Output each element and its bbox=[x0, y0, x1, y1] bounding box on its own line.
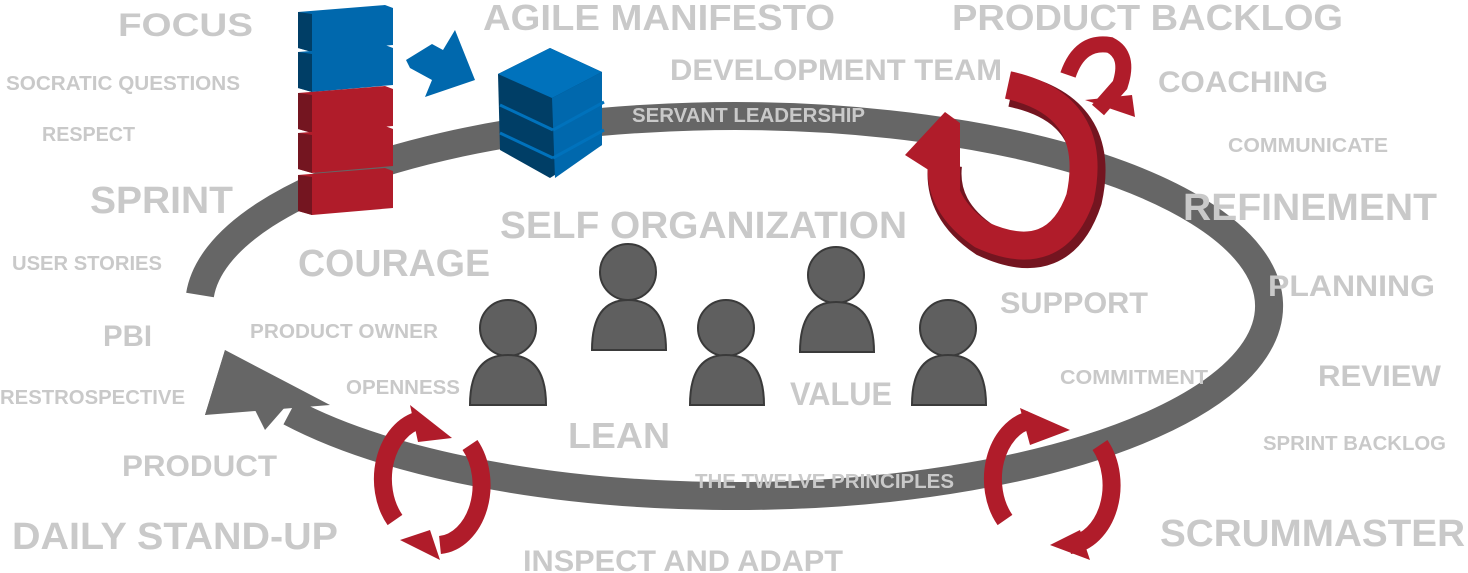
word-self-organization: SELF ORGANIZATION bbox=[500, 205, 907, 247]
arrow-icon bbox=[406, 30, 475, 97]
word-communicate: COMMUNICATE bbox=[1228, 135, 1388, 157]
person-icon bbox=[798, 246, 876, 353]
word-pbi: PBI bbox=[103, 320, 152, 353]
word-courage: COURAGE bbox=[298, 243, 490, 285]
word-restrospective: RESTROSPECTIVE bbox=[0, 387, 185, 409]
person-icon bbox=[590, 243, 668, 351]
word-focus: FOCUS bbox=[118, 7, 253, 43]
cycle-ring-arrow-icon bbox=[186, 102, 1284, 511]
word-planning: PLANNING bbox=[1268, 270, 1435, 303]
word-commitment: COMMITMENT bbox=[1060, 367, 1208, 389]
word-servant-leadership: SERVANT LEADERSHIP bbox=[632, 105, 865, 127]
word-support: SUPPORT bbox=[1000, 287, 1148, 320]
person-icon bbox=[910, 299, 988, 406]
word-inspect-and-adapt: INSPECT AND ADAPT bbox=[523, 545, 843, 573]
cube-stack-icon bbox=[498, 48, 605, 178]
word-openness: OPENNESS bbox=[346, 377, 460, 399]
word-daily-stand-up: DAILY STAND-UP bbox=[12, 516, 338, 558]
word-the-twelve-principles: THE TWELVE PRINCIPLES bbox=[695, 471, 954, 493]
word-product-backlog: PRODUCT BACKLOG bbox=[952, 0, 1343, 38]
word-socratic-questions: SOCRATIC QUESTIONS bbox=[6, 73, 240, 95]
person-icon bbox=[468, 299, 548, 406]
word-review: REVIEW bbox=[1318, 360, 1442, 393]
team-people bbox=[468, 243, 988, 406]
word-coaching: COACHING bbox=[1158, 66, 1328, 99]
word-product-owner: PRODUCT OWNER bbox=[250, 321, 439, 343]
cycle-arrows-icon bbox=[373, 405, 491, 560]
word-product: PRODUCT bbox=[122, 450, 277, 483]
person-icon bbox=[688, 299, 766, 406]
circular-arrow-icon bbox=[905, 36, 1135, 269]
word-development-team: DEVELOPMENT TEAM bbox=[670, 54, 1002, 87]
cycle-arrows-icon bbox=[983, 408, 1121, 560]
word-value: VALUE bbox=[790, 376, 892, 412]
word-refinement: REFINEMENT bbox=[1183, 187, 1437, 229]
word-respect: RESPECT bbox=[42, 124, 135, 146]
word-user-stories: USER STORIES bbox=[12, 253, 162, 275]
word-agile-manifesto: AGILE MANIFESTO bbox=[483, 0, 835, 38]
stacked-blocks-icon bbox=[298, 5, 393, 215]
word-sprint: SPRINT bbox=[90, 180, 233, 222]
word-sprint-backlog: SPRINT BACKLOG bbox=[1263, 433, 1446, 455]
word-lean: LEAN bbox=[568, 415, 670, 456]
word-scrummaster: SCRUMMASTER bbox=[1160, 513, 1465, 555]
